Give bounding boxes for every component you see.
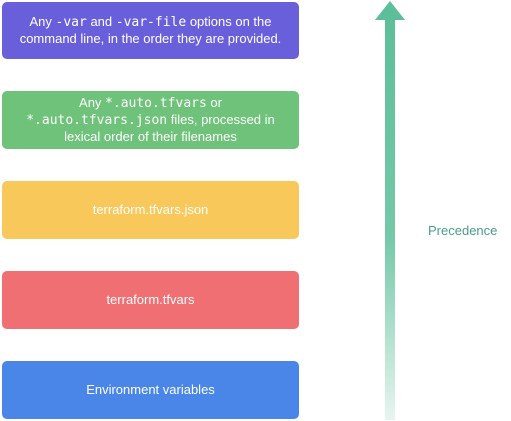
box-code: -var-file [115, 15, 187, 30]
precedence-box-auto-tfvars: Any *.auto.tfvars or *.auto.tfvars.json … [2, 91, 299, 149]
precedence-box-env-vars: Environment variables [2, 361, 299, 419]
box-text: options on the [186, 14, 272, 29]
precedence-box-var-options: Any -var and -var-file options on the co… [2, 2, 299, 59]
box-code: -var [55, 15, 87, 30]
precedence-box-tfvars: terraform.tfvars [2, 271, 299, 329]
box-text: lexical order of their filenames [64, 129, 237, 144]
box-label: Environment variables [86, 382, 215, 397]
arrow-shaft [385, 19, 395, 420]
box-text: files, processed in [167, 112, 275, 127]
precedence-box-tfvars-json: terraform.tfvars.json [2, 181, 299, 239]
box-text: and [86, 14, 116, 29]
box-code: *.auto.tfvars.json [26, 113, 168, 128]
box-text: Any [79, 95, 106, 110]
box-code: *.auto.tfvars [105, 96, 207, 111]
box-label: terraform.tfvars [106, 292, 195, 307]
box-line: command line, in the order they are prov… [20, 31, 282, 47]
precedence-label: Precedence [428, 223, 498, 238]
box-line: Any -var and -var-file options on the [30, 14, 272, 31]
box-text: or [206, 95, 222, 110]
precedence-arrow-icon [375, 1, 405, 420]
box-text: command line, in the order they are prov… [19, 31, 282, 46]
box-label: terraform.tfvars.json [92, 202, 209, 217]
arrow-head [375, 1, 405, 20]
box-line: Any *.auto.tfvars or [79, 95, 222, 112]
box-line: *.auto.tfvars.json files, processed in [26, 112, 275, 129]
box-line: lexical order of their filenames [64, 129, 237, 145]
box-text: Any [29, 14, 56, 29]
